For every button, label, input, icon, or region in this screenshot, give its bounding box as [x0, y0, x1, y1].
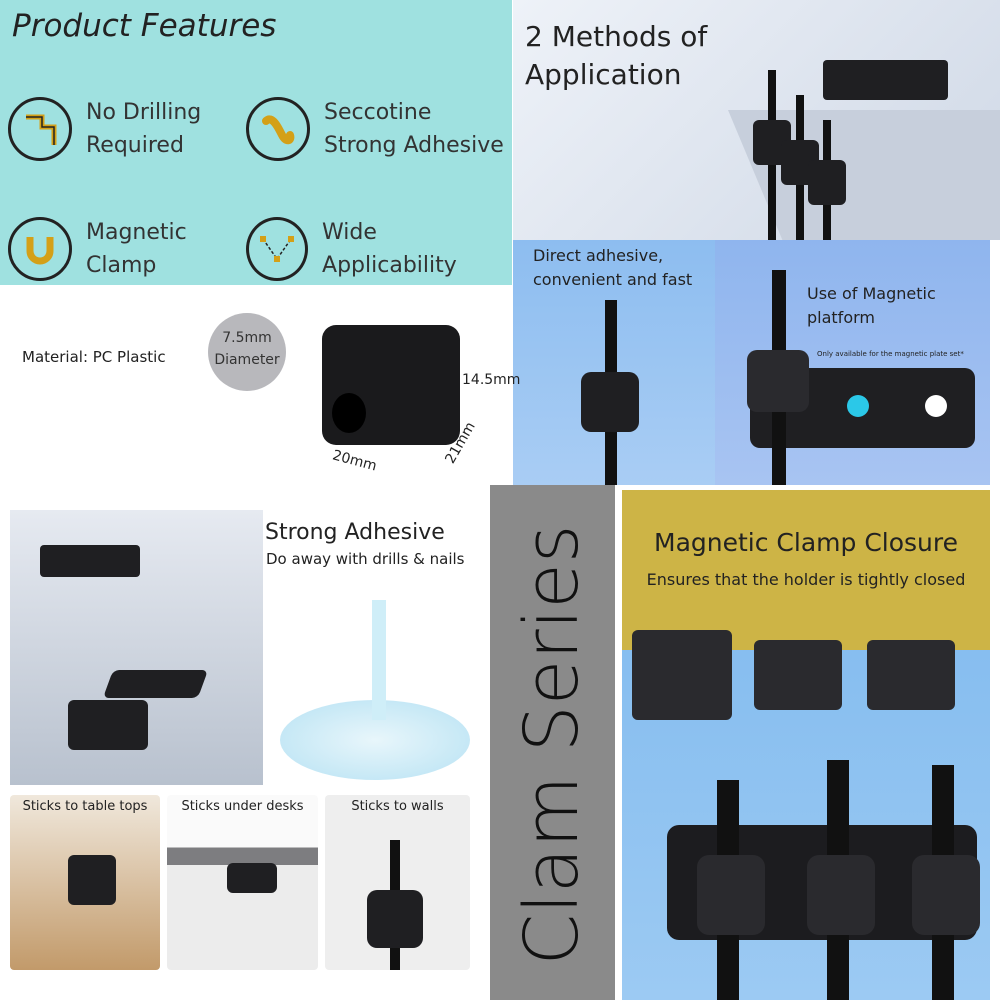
feature-no-drilling: No Drilling Required: [8, 96, 201, 162]
clip-image: [807, 855, 875, 935]
magnet-icon: [8, 217, 72, 281]
magnet-dot: [925, 395, 947, 417]
glue-stream: [372, 600, 386, 720]
diameter-label: Diameter: [214, 352, 280, 368]
spec-panel: Material: PC Plastic 7.5mm Diameter 14.5…: [0, 285, 520, 490]
no-drilling-icon: [8, 97, 72, 161]
direct-adhesive-label: Direct adhesive, convenient and fast: [533, 246, 693, 289]
width-dimension: 20mm: [330, 447, 379, 475]
adhesive-subtitle: Do away with drills & nails: [266, 550, 465, 568]
adhesive-icon: [246, 97, 310, 161]
feature-label: No Drilling Required: [86, 100, 202, 158]
diameter-callout: 7.5mm Diameter: [208, 313, 286, 391]
feature-adhesive: Seccotine Strong Adhesive: [246, 96, 504, 162]
clip-image: [867, 640, 955, 710]
magnetic-platform-panel: Use of Magnetic platform Only available …: [715, 240, 990, 485]
clamp-subtitle: Ensures that the holder is tightly close…: [646, 570, 966, 589]
product-features-panel: Product Features No Drilling Required Se…: [0, 0, 512, 285]
magnetic-platform-label: Use of Magnetic platform: [807, 284, 936, 327]
open-clip-image: [632, 630, 732, 720]
feature-label: Wide Applicability: [322, 220, 457, 278]
feature-wide-applicability: Wide Applicability: [246, 216, 512, 282]
feature-label: Seccotine Strong Adhesive: [324, 100, 504, 158]
material-label: Material: PC Plastic: [22, 348, 166, 366]
clamp-title: Magnetic Clamp Closure: [654, 528, 958, 557]
under-desk-photo: Sticks under desks: [167, 795, 318, 970]
methods-panel: 2 Methods of Application: [513, 0, 1000, 240]
wall-photo: Sticks to walls: [325, 795, 470, 970]
magnetic-plate-image: [823, 60, 948, 100]
table-top-photo: Sticks to table tops: [10, 795, 160, 970]
magnetic-clamp-panel: Magnetic Clamp Closure Ensures that the …: [622, 490, 990, 1000]
clip-image: [747, 350, 809, 412]
methods-title: 2 Methods of Application: [525, 20, 708, 91]
clip-image: [808, 160, 846, 205]
magnetic-note: Only available for the magnetic plate se…: [817, 350, 964, 358]
clip-image: [912, 855, 980, 935]
cable-hole: [332, 393, 366, 433]
feature-label: Magnetic Clamp: [86, 220, 187, 278]
adhesive-title: Strong Adhesive: [265, 520, 445, 545]
magnet-dot: [847, 395, 869, 417]
wall-mount-image: [10, 510, 263, 785]
height-dimension: 14.5mm: [462, 372, 521, 388]
clip-image: [697, 855, 765, 935]
clip-image: [581, 372, 639, 432]
features-title: Product Features: [12, 8, 277, 44]
vector-nodes-icon: [246, 217, 309, 281]
feature-magnetic-clamp: Magnetic Clamp: [8, 216, 187, 282]
clip-image: [754, 640, 842, 710]
use-label: Sticks to walls: [351, 799, 444, 814]
series-name: Clam Series: [509, 524, 595, 966]
clamp-header: [622, 490, 990, 650]
direct-adhesive-panel: Direct adhesive, convenient and fast: [513, 240, 715, 485]
diameter-value: 7.5mm: [222, 330, 272, 346]
use-label: Sticks under desks: [181, 799, 304, 814]
use-label: Sticks to table tops: [22, 799, 148, 814]
series-band: Clam Series: [490, 485, 615, 1000]
